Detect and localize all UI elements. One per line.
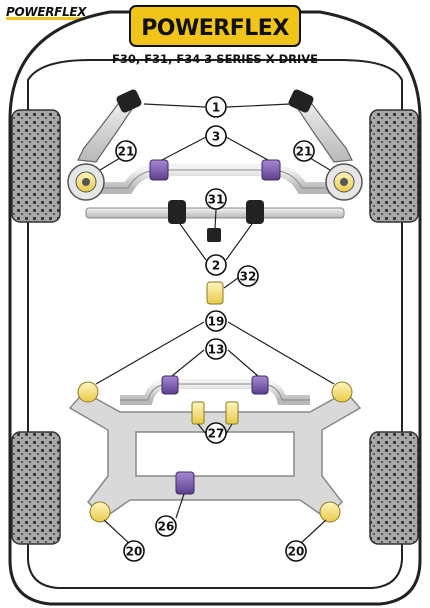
main-logo-text: POWERFLEX bbox=[141, 16, 289, 41]
rear-diff-mount bbox=[175, 471, 195, 495]
rear-subframe-bush-left bbox=[191, 401, 205, 425]
front-wishbone-front-bush-left bbox=[168, 200, 186, 224]
corner-logo-text: POWERFLEX bbox=[6, 5, 87, 19]
callout-number: 32 bbox=[240, 270, 257, 284]
callout-front-top-mount-left: 21 bbox=[115, 140, 137, 162]
callout-front-wishbone-rear-bush: 1 bbox=[205, 96, 227, 118]
rear-subframe-bush-right bbox=[225, 401, 239, 425]
front-wishbone-bush-left bbox=[116, 89, 142, 113]
rear-subframe-mount-front-right bbox=[331, 381, 353, 403]
tyre-rear-right bbox=[369, 431, 419, 545]
callout-number: 27 bbox=[208, 427, 225, 441]
callout-front-anti-roll-bar-bush: 3 bbox=[205, 125, 227, 147]
callout-front-top-mount-right: 21 bbox=[293, 140, 315, 162]
rear-arb-bush-right bbox=[251, 375, 269, 395]
tyre-front-left bbox=[11, 109, 61, 223]
callout-front-insert: 32 bbox=[237, 265, 259, 287]
callout-number: 3 bbox=[212, 130, 220, 144]
callout-number: 20 bbox=[126, 545, 143, 559]
car-body-inner-outline bbox=[27, 59, 403, 589]
callout-number: 31 bbox=[208, 193, 225, 207]
front-wishbone-bush-right bbox=[288, 89, 314, 113]
callout-number: 26 bbox=[158, 520, 175, 534]
callout-rear-subframe-rear-mount-left: 20 bbox=[123, 540, 145, 562]
rear-subframe-mount-front-left bbox=[77, 381, 99, 403]
callout-number: 2 bbox=[212, 259, 220, 273]
corner-logo: POWERFLEX bbox=[6, 3, 88, 21]
callout-number: 21 bbox=[296, 145, 313, 159]
callout-rear-anti-roll-bar-bush: 13 bbox=[205, 338, 227, 360]
callout-rear-subframe-bush: 27 bbox=[205, 422, 227, 444]
callout-rear-diff-mount: 26 bbox=[155, 515, 177, 537]
front-centre-bush bbox=[207, 228, 221, 242]
front-insert bbox=[206, 281, 224, 305]
callout-rear-subframe-rear-mount-right: 20 bbox=[285, 540, 307, 562]
front-arb-bush-right bbox=[261, 159, 281, 181]
callout-front-wishbone-front-bush: 2 bbox=[205, 254, 227, 276]
rear-subframe-mount-rear-right bbox=[319, 501, 341, 523]
rear-arb-bush-left bbox=[161, 375, 179, 395]
diagram-title: F30, F31, F34 3 SERIES X DRIVE bbox=[112, 52, 318, 66]
rear-subframe-mount-rear-left bbox=[89, 501, 111, 523]
front-top-mount-left bbox=[67, 163, 105, 201]
callout-number: 20 bbox=[288, 545, 305, 559]
callout-number: 1 bbox=[212, 101, 220, 115]
front-wishbone-front-bush-right bbox=[246, 200, 264, 224]
callout-number: 19 bbox=[208, 315, 225, 329]
callout-front-centre-bush: 31 bbox=[205, 188, 227, 210]
leader-lines bbox=[95, 103, 335, 545]
callout-number: 13 bbox=[208, 343, 225, 357]
tyre-front-right bbox=[369, 109, 419, 223]
front-top-mount-right bbox=[325, 163, 363, 201]
corner-logo-underline bbox=[6, 17, 88, 20]
callout-number: 21 bbox=[118, 145, 135, 159]
front-arb-bush-left bbox=[149, 159, 169, 181]
tyre-rear-left bbox=[11, 431, 61, 545]
callout-rear-subframe-mount: 19 bbox=[205, 310, 227, 332]
main-logo: POWERFLEX bbox=[129, 5, 301, 47]
